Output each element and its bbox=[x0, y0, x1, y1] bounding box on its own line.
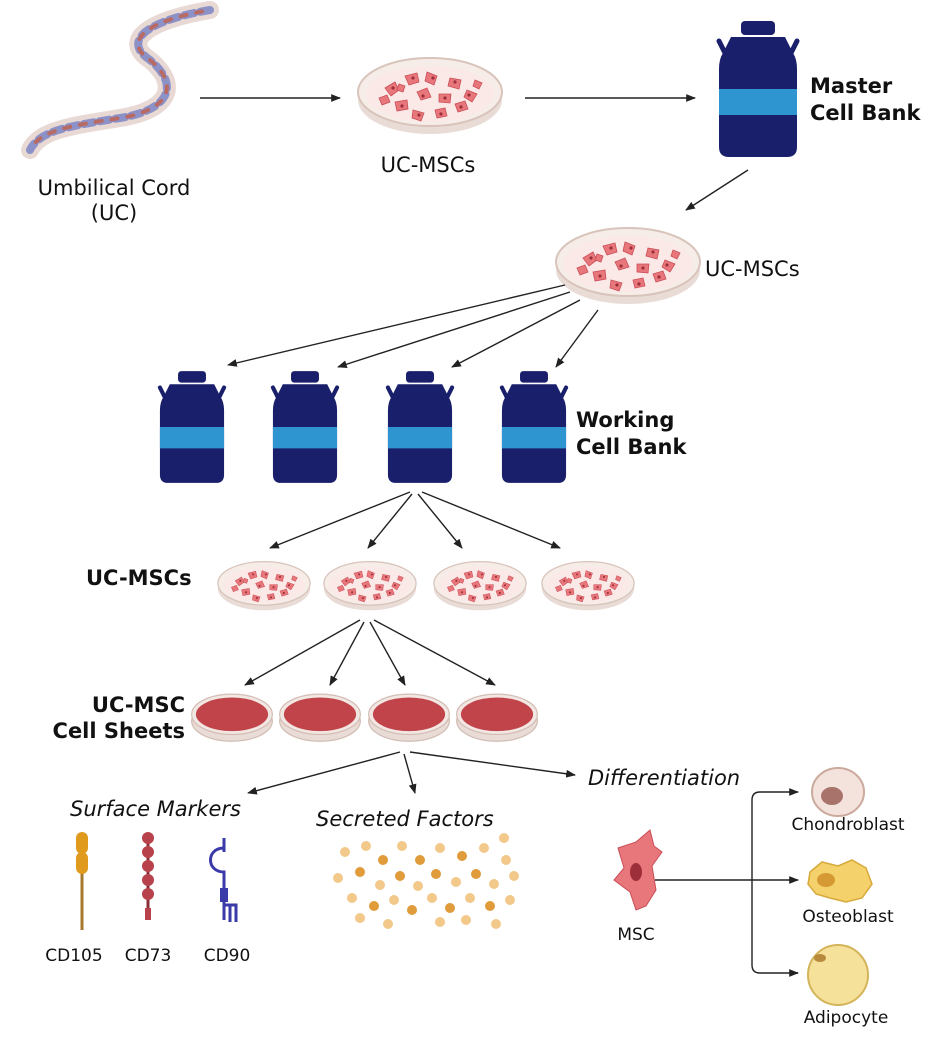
chondroblast-cell-icon bbox=[811, 767, 865, 817]
cd90-label: CD90 bbox=[204, 946, 251, 966]
umbilical-cord-label: Umbilical Cord bbox=[38, 176, 191, 200]
working-bank-label-2: Cell Bank bbox=[576, 435, 687, 459]
petri-dish-icon bbox=[554, 226, 702, 306]
petri-dish-icon bbox=[541, 560, 635, 612]
cd90-marker-icon bbox=[209, 838, 238, 922]
arrows-dish-to-sheets bbox=[244, 619, 496, 686]
differentiation-label: Differentiation bbox=[588, 766, 740, 790]
secreted-factors-label: Secreted Factors bbox=[316, 807, 494, 831]
differentiation-arrows bbox=[655, 788, 799, 977]
arrow-master-to-dish bbox=[685, 169, 749, 211]
secreted-factors-icon bbox=[333, 833, 519, 929]
cd73-label: CD73 bbox=[125, 946, 172, 966]
cell-sheet-icon bbox=[279, 693, 361, 742]
working-bank-label: Working bbox=[576, 408, 674, 432]
working-bank-icon bbox=[273, 371, 337, 483]
adipocyte-cell-icon bbox=[807, 944, 869, 1006]
cell-sheet-icon bbox=[191, 693, 273, 742]
arrows-working-to-dishes bbox=[269, 491, 561, 549]
master-bank-label-2: Cell Bank bbox=[810, 101, 921, 125]
msc-cell-icon bbox=[613, 829, 663, 911]
cell-sheets-label: UC-MSC bbox=[92, 693, 185, 717]
working-bank-icon bbox=[388, 371, 452, 483]
umbilical-cord-icon bbox=[21, 1, 219, 159]
cell-sheets-label-2: Cell Sheets bbox=[53, 719, 185, 743]
master-bank-icon bbox=[719, 21, 797, 157]
cell-sheet-icon bbox=[368, 693, 450, 742]
petri-dish-icon bbox=[217, 560, 311, 612]
osteoblast-cell-icon bbox=[807, 859, 873, 903]
uc-mscs-label-1: UC-MSCs bbox=[381, 153, 476, 177]
working-bank-icon bbox=[160, 371, 224, 483]
uc-mscs-label-2: UC-MSCs bbox=[705, 257, 800, 281]
cd73-marker-icon bbox=[142, 832, 154, 920]
osteoblast-label: Osteoblast bbox=[802, 907, 894, 927]
cell-sheet-icon bbox=[456, 693, 538, 742]
uc-mscs-label-3: UC-MSCs bbox=[86, 566, 192, 590]
working-bank-icon bbox=[502, 371, 566, 483]
surface-markers-label: Surface Markers bbox=[70, 797, 241, 821]
cd105-label: CD105 bbox=[45, 946, 102, 966]
adipocyte-label: Adipocyte bbox=[804, 1008, 889, 1028]
petri-dish-icon bbox=[357, 57, 503, 135]
petri-dish-icon bbox=[433, 560, 527, 612]
umbilical-cord-abbrev: (UC) bbox=[91, 201, 137, 225]
master-bank-label: Master bbox=[810, 74, 893, 98]
petri-dish-icon bbox=[323, 560, 417, 612]
cd105-marker-icon bbox=[76, 832, 88, 930]
arrows-dish-to-working bbox=[227, 284, 599, 369]
chondroblast-label: Chondroblast bbox=[791, 815, 904, 835]
msc-label: MSC bbox=[617, 925, 654, 945]
arrows-sheets-to-outcomes bbox=[247, 751, 576, 795]
